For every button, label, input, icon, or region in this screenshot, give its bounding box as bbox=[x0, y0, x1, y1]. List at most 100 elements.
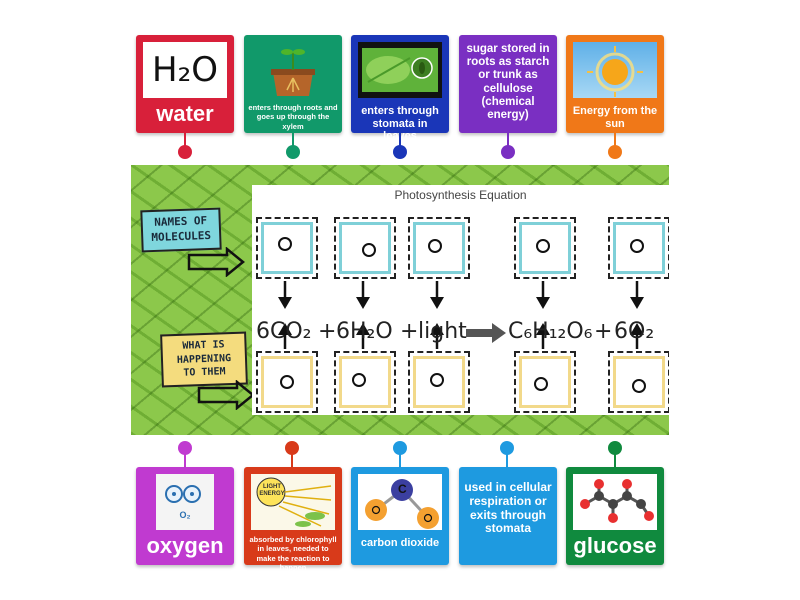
slot-marker[interactable] bbox=[536, 239, 550, 253]
molecule-happening-box[interactable] bbox=[334, 351, 396, 413]
connector-stem bbox=[292, 133, 294, 149]
light-energy-icon: LIGHT ENERGY bbox=[251, 474, 335, 530]
molecule-name-box[interactable] bbox=[608, 217, 669, 279]
arrow-up-icon bbox=[356, 323, 370, 349]
molecule-name-box[interactable] bbox=[256, 217, 318, 279]
bottom-card-absorbed-chlorophyll-label: absorbed by chlorophyll in leaves, neede… bbox=[249, 535, 337, 573]
plant-pot-icon bbox=[251, 42, 335, 98]
drop-target-dot[interactable] bbox=[500, 441, 514, 455]
drop-target-dot[interactable] bbox=[178, 441, 192, 455]
bottom-card-cellular-respiration[interactable]: used in cellular respiration or exits th… bbox=[459, 467, 557, 565]
drop-target-dot[interactable] bbox=[608, 145, 622, 159]
connector-stem bbox=[614, 133, 616, 149]
eq-h2o: 6H₂O bbox=[336, 319, 393, 344]
drop-target-dot[interactable] bbox=[393, 441, 407, 455]
arrow-down-icon bbox=[630, 281, 644, 309]
oxygen-molecule-icon: O₂ bbox=[156, 474, 214, 530]
molecule-name-box[interactable] bbox=[514, 217, 576, 279]
eq-plus: + bbox=[400, 319, 419, 344]
bottom-card-oxygen[interactable]: O₂ oxygen bbox=[136, 467, 234, 565]
molecule-happening-box[interactable] bbox=[408, 351, 470, 413]
drop-target-dot[interactable] bbox=[285, 441, 299, 455]
connector-stem bbox=[184, 133, 186, 149]
equation-panel: Photosynthesis Equation bbox=[252, 185, 669, 415]
carbon-atom-text: C bbox=[398, 482, 407, 496]
eq-plus: + bbox=[318, 319, 337, 344]
drop-target-dot[interactable] bbox=[608, 441, 622, 455]
glucose-molecule-icon bbox=[573, 474, 657, 530]
arrow-down-icon bbox=[356, 281, 370, 309]
slot-marker[interactable] bbox=[630, 239, 644, 253]
slot-marker[interactable] bbox=[428, 239, 442, 253]
bottom-card-glucose[interactable]: glucose bbox=[566, 467, 664, 565]
arrow-down-icon bbox=[536, 281, 550, 309]
top-card-enters-stomata[interactable]: enters through stomata in leaves bbox=[351, 35, 449, 142]
bottom-card-carbon-dioxide-label: carbon dioxide bbox=[360, 537, 440, 549]
top-card-energy-sun[interactable]: Energy from the sun bbox=[566, 35, 664, 133]
sticker-happening-text: WHAT IS HAPPENING TO THEM bbox=[176, 339, 232, 379]
water-formula-icon: H₂O bbox=[143, 42, 227, 98]
equation-title: Photosynthesis Equation bbox=[394, 188, 527, 202]
sticker-names-text: NAMES OF MOLECULES bbox=[151, 214, 212, 244]
slot-marker[interactable] bbox=[280, 375, 294, 389]
top-card-energy-sun-label: Energy from the sun bbox=[572, 105, 658, 130]
arrow-up-icon bbox=[630, 323, 644, 349]
connector-stem bbox=[614, 453, 616, 469]
top-card-enters-stomata-label: enters through stomata in leaves bbox=[361, 105, 439, 142]
eq-light: light bbox=[418, 319, 467, 344]
connector-stem bbox=[291, 453, 293, 469]
arrow-up-icon bbox=[278, 323, 292, 349]
top-card-enters-roots[interactable]: enters through roots and goes up through… bbox=[244, 35, 342, 133]
arrow-down-icon bbox=[278, 281, 292, 309]
drop-target-dot[interactable] bbox=[501, 145, 515, 159]
connector-stem bbox=[399, 133, 401, 149]
molecule-name-box[interactable] bbox=[408, 217, 470, 279]
drop-target-dot[interactable] bbox=[393, 145, 407, 159]
eq-co2: 6CO₂ bbox=[256, 319, 312, 344]
top-card-sugar-stored-label: sugar stored in roots as starch or trunk… bbox=[466, 43, 550, 122]
drop-target-dot[interactable] bbox=[286, 145, 300, 159]
connector-stem bbox=[184, 453, 186, 469]
molecule-name-box[interactable] bbox=[334, 217, 396, 279]
connector-stem bbox=[506, 453, 508, 469]
molecule-happening-box[interactable] bbox=[608, 351, 669, 413]
slot-marker[interactable] bbox=[362, 243, 376, 257]
top-card-water-label: water bbox=[156, 101, 214, 126]
top-card-water[interactable]: H₂O water bbox=[136, 35, 234, 133]
bottom-card-carbon-dioxide[interactable]: C carbon dioxide bbox=[351, 467, 449, 565]
arrow-right-icon bbox=[187, 247, 245, 277]
sun-icon bbox=[573, 42, 657, 98]
eq-glucose: C₆H₁₂O₆ bbox=[508, 319, 593, 344]
arrow-down-icon bbox=[430, 281, 444, 309]
arrow-up-icon bbox=[430, 323, 444, 349]
slot-marker[interactable] bbox=[534, 377, 548, 391]
molecule-happening-box[interactable] bbox=[514, 351, 576, 413]
water-formula-text: H₂O bbox=[152, 50, 218, 90]
sticker-what-is-happening: WHAT IS HAPPENING TO THEM bbox=[160, 331, 248, 387]
slot-marker[interactable] bbox=[430, 373, 444, 387]
slot-marker[interactable] bbox=[352, 373, 366, 387]
eq-o2: 6O₂ bbox=[614, 319, 655, 344]
bottom-card-glucose-label: glucose bbox=[573, 533, 657, 558]
molecule-happening-box[interactable] bbox=[256, 351, 318, 413]
drop-target-dot[interactable] bbox=[178, 145, 192, 159]
slot-marker[interactable] bbox=[632, 379, 646, 393]
connector-stem bbox=[399, 453, 401, 469]
reaction-arrow-icon bbox=[466, 323, 506, 343]
top-card-sugar-stored[interactable]: sugar stored in roots as starch or trunk… bbox=[459, 35, 557, 133]
slot-marker[interactable] bbox=[278, 237, 292, 251]
bottom-card-absorbed-chlorophyll[interactable]: LIGHT ENERGY absorbed by chlorophyll in … bbox=[244, 467, 342, 572]
sticker-names-of-molecules: NAMES OF MOLECULES bbox=[140, 207, 222, 253]
light-energy-text: LIGHT ENERGY bbox=[259, 484, 285, 497]
connector-stem bbox=[507, 133, 509, 149]
top-card-enters-roots-label: enters through roots and goes up through… bbox=[248, 103, 338, 131]
leaf-stomata-icon bbox=[358, 42, 442, 98]
arrow-up-icon bbox=[536, 323, 550, 349]
eq-plus: + bbox=[594, 319, 613, 344]
co2-molecule-icon: C bbox=[358, 474, 442, 530]
equation-board: NAMES OF MOLECULES WHAT IS HAPPENING TO … bbox=[131, 165, 669, 435]
bottom-card-cellular-respiration-label: used in cellular respiration or exits th… bbox=[464, 480, 552, 536]
arrow-right-icon bbox=[197, 380, 255, 410]
bottom-card-oxygen-label: oxygen bbox=[146, 533, 224, 558]
oxygen-formula-text: O₂ bbox=[179, 510, 191, 520]
